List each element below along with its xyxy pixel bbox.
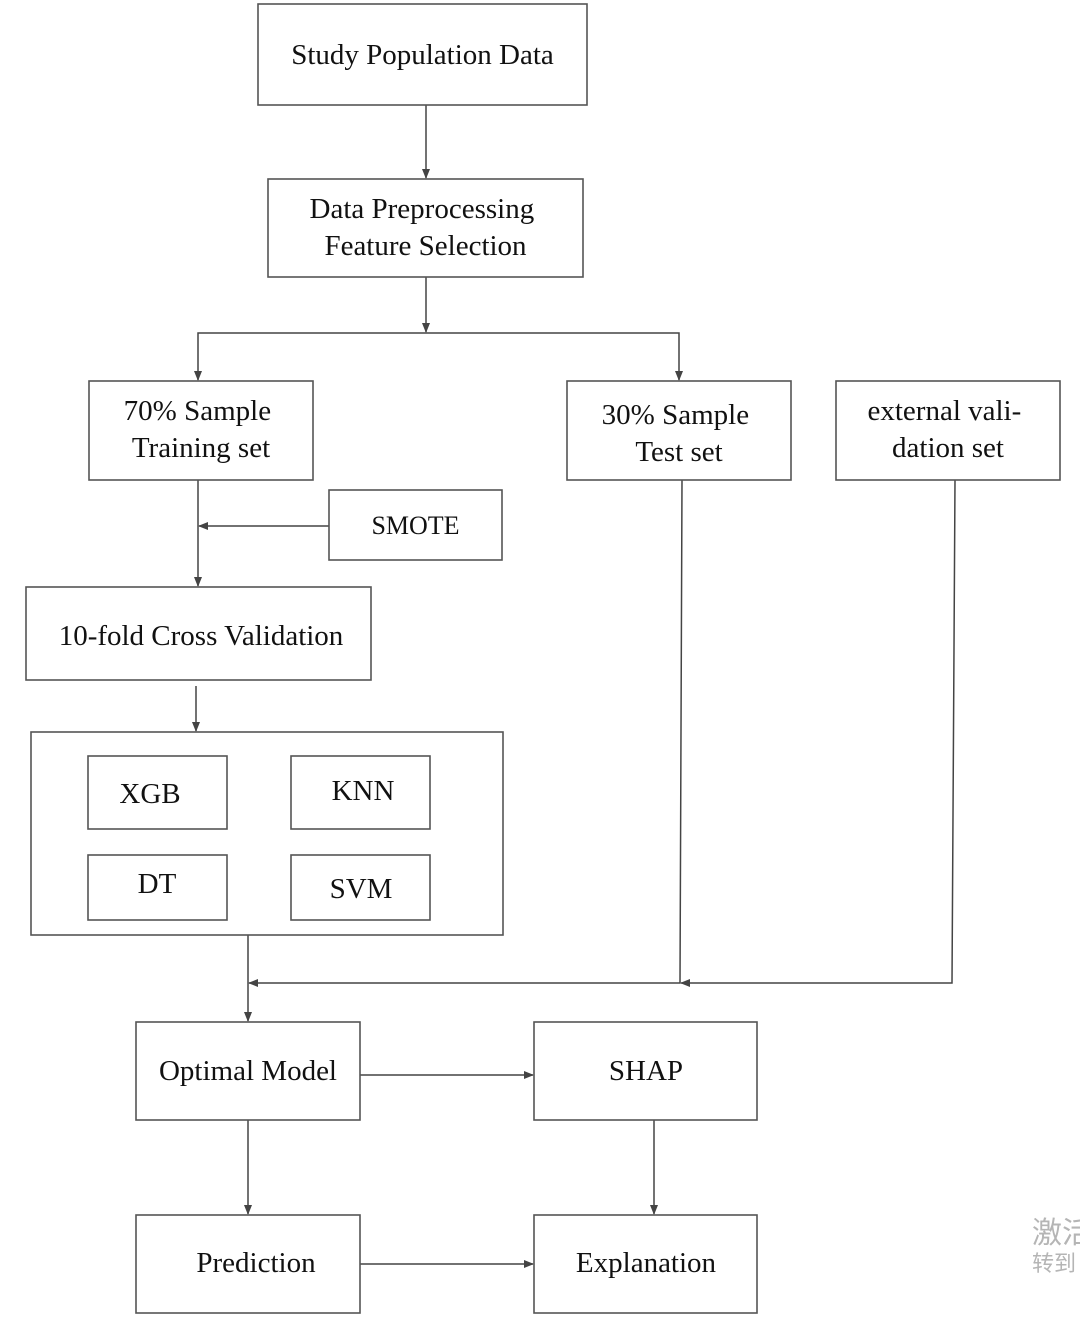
- study-population-node: Study Population Data: [257, 3, 588, 106]
- preprocessing-node: Data Preprocessing Feature Selection: [267, 178, 584, 278]
- explanation-node: Explanation: [533, 1214, 758, 1314]
- arrow-split-to-training: [194, 332, 426, 381]
- cross-validation-line-1: 10-fold Cross Validation: [59, 620, 344, 652]
- smote-node: SMOTE: [328, 489, 503, 561]
- external-validation-node: external vali- dation set: [835, 380, 1061, 481]
- external-validation-line-1: external vali-: [867, 395, 1021, 427]
- training-set-line-2: Training set: [132, 432, 270, 464]
- prediction-label: Prediction: [196, 1247, 316, 1279]
- watermark-line-1: 激活: [1032, 1216, 1080, 1251]
- prediction-line-1: Prediction: [196, 1247, 316, 1279]
- knn-label: KNN: [332, 775, 395, 807]
- arrow-external-to-test-line: [680, 479, 956, 987]
- study-population-line-1: Study Population Data: [291, 39, 554, 71]
- external-validation-label: external vali- dation set: [867, 395, 1028, 464]
- svm-line-1: SVM: [330, 873, 393, 905]
- arrow-split-to-test: [426, 332, 683, 381]
- connectors: [192, 105, 956, 1268]
- smote-line-1: SMOTE: [371, 511, 459, 540]
- training-set-label: 70% Sample Training set: [124, 395, 279, 464]
- prediction-node: Prediction: [135, 1214, 361, 1314]
- explanation-line-1: Explanation: [576, 1247, 717, 1279]
- knn-line-1: KNN: [332, 775, 395, 807]
- shap-node: SHAP: [533, 1021, 758, 1121]
- test-set-line-1: 30% Sample: [602, 399, 749, 431]
- cross-validation-node: 10-fold Cross Validation: [25, 586, 372, 681]
- shap-label: SHAP: [609, 1055, 683, 1087]
- test-set-label: 30% Sample Test set: [602, 399, 757, 468]
- training-set-node: 70% Sample Training set: [88, 380, 314, 481]
- knn-node: KNN: [290, 755, 431, 830]
- models-group-box: [30, 731, 504, 936]
- cross-validation-label: 10-fold Cross Validation: [59, 620, 344, 652]
- svm-label: SVM: [330, 873, 393, 905]
- xgb-node: XGB: [87, 755, 228, 830]
- optimal-model-node: Optimal Model: [135, 1021, 361, 1121]
- training-set-line-1: 70% Sample: [124, 395, 271, 427]
- xgb-label: XGB: [119, 778, 180, 810]
- test-set-node: 30% Sample Test set: [566, 380, 792, 481]
- optimal-model-line-1: Optimal Model: [159, 1055, 337, 1087]
- svm-node: SVM: [290, 854, 431, 921]
- smote-label: SMOTE: [371, 511, 459, 540]
- dt-label: DT: [138, 868, 177, 900]
- study-population-label: Study Population Data: [291, 39, 554, 71]
- dt-line-1: DT: [138, 868, 177, 900]
- preprocessing-label: Data Preprocessing Feature Selection: [310, 193, 542, 262]
- preprocessing-line-1: Data Preprocessing: [310, 193, 535, 225]
- xgb-line-1: XGB: [119, 778, 180, 810]
- optimal-model-label: Optimal Model: [159, 1055, 337, 1087]
- external-validation-line-2: dation set: [892, 432, 1004, 464]
- watermark-line-2: 转到: [1032, 1252, 1077, 1277]
- explanation-label: Explanation: [576, 1247, 717, 1279]
- preprocessing-line-2: Feature Selection: [324, 230, 527, 262]
- dt-node: DT: [87, 854, 228, 921]
- shap-line-1: SHAP: [609, 1055, 683, 1087]
- test-set-line-2: Test set: [635, 436, 722, 468]
